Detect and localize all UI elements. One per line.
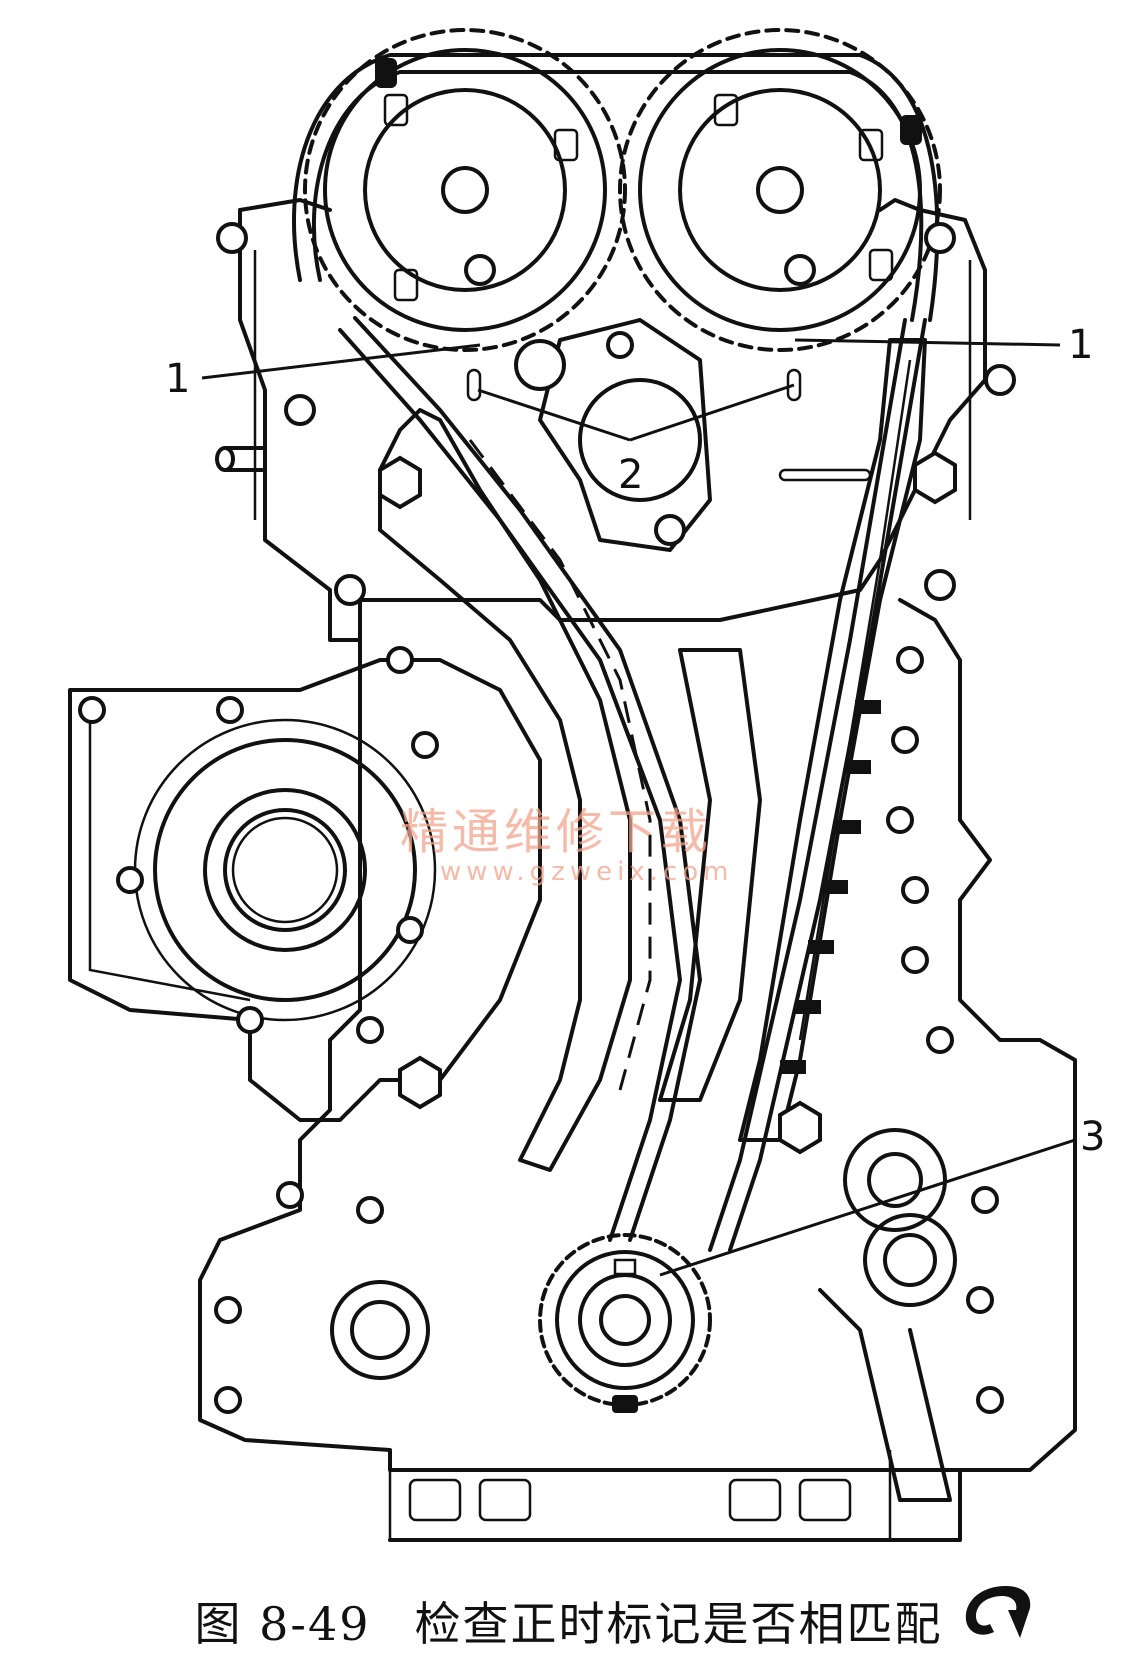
callout-3: 3: [1080, 1114, 1105, 1160]
figure-number: 图 8-49: [194, 1597, 371, 1651]
engine-timing-diagram: 1 1 2 3 精通维修下载 www.gzweix.com: [68, 28, 1105, 1542]
callout-1-left: 1: [165, 356, 190, 402]
chain-tensioner-arm: [378, 408, 632, 1172]
left-cam-sprocket: [303, 28, 627, 352]
oil-pump-housing: [68, 658, 542, 1122]
timing-chain-right-strand: [708, 318, 927, 1252]
publisher-logo-icon: [965, 1586, 1031, 1638]
figure-caption: 图 8-49 检查正时标记是否相匹配: [0, 1588, 1137, 1654]
timing-chain-left-strand: [338, 328, 682, 1242]
timing-mark-left: [466, 368, 482, 402]
callout-2: 2: [618, 452, 643, 498]
cylinder-head-outline: [238, 198, 987, 642]
oil-pump-outer-ring: [153, 738, 417, 1002]
watermark-url: www.gzweix.com: [440, 857, 734, 887]
watermark-title: 精通维修下载: [400, 804, 712, 860]
callout-1-right: 1: [1068, 322, 1093, 368]
crank-sprocket: [538, 1233, 712, 1413]
timing-cover-outline: [198, 598, 1077, 1472]
timing-chain-top: [292, 53, 940, 322]
hex-bolts: [378, 450, 957, 1155]
figure-title: 检查正时标记是否相匹配: [414, 1597, 943, 1651]
cover-bolts: [78, 222, 1016, 1414]
water-pump-housing: [514, 318, 712, 552]
timing-mark-right: [786, 368, 802, 402]
oil-pan-flange: [408, 1478, 852, 1522]
right-cam-sprocket: [618, 28, 942, 352]
center-guide-rail: [658, 648, 762, 1102]
